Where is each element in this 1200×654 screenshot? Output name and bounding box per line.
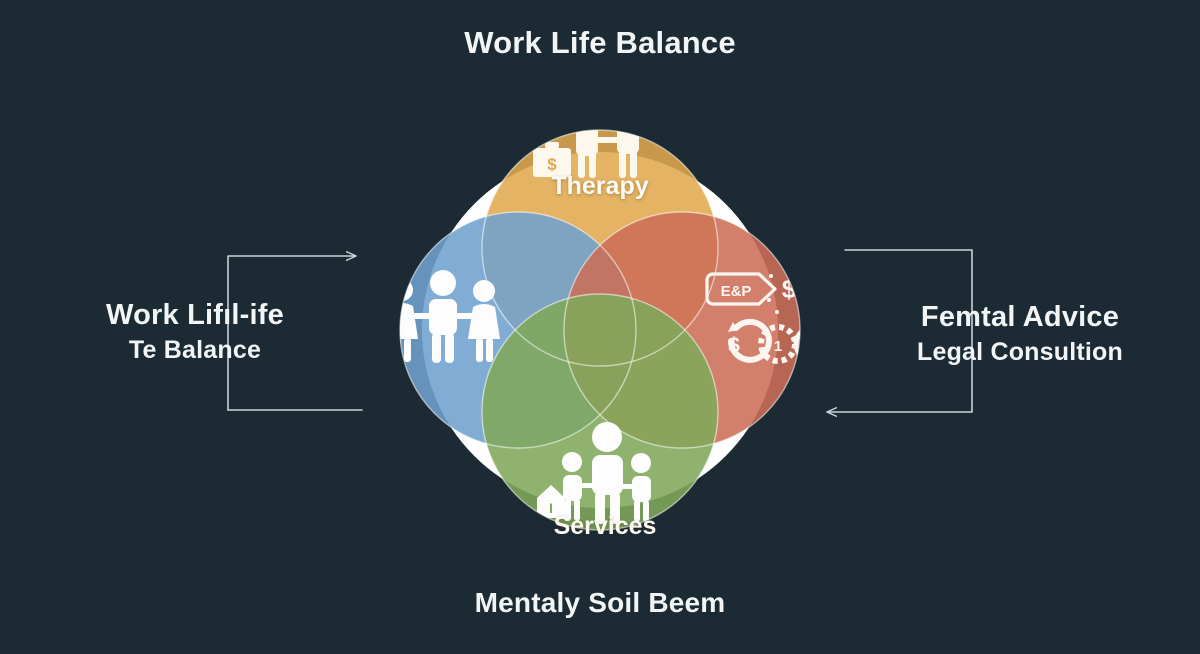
svg-text:$: $ (728, 334, 740, 357)
svg-text:E&P: E&P (721, 283, 752, 300)
svg-text:I: I (549, 500, 553, 516)
icon-group-right: E&P $ $ 1 (705, 266, 800, 364)
house-tag-icon: I (537, 485, 565, 518)
label-right-line1: Femtal Advice (920, 301, 1120, 333)
svg-text:$: $ (547, 155, 557, 174)
icon-group-bottom: I (537, 422, 651, 524)
label-left: Work Lifıl-ife Te Balance (30, 298, 360, 366)
svg-text:1: 1 (774, 338, 782, 355)
left-bracket-connector (227, 256, 355, 411)
page-title-bottom: Mentaly Soil Beem (474, 587, 726, 618)
label-right-line2: Legal Consultion (917, 338, 1123, 367)
crossed-circle-icon (793, 325, 800, 363)
label-right: Femtal Advice Legal Consultion (855, 300, 1185, 368)
petal-bottom[interactable] (482, 294, 718, 530)
refresh-dollar-icon: $ (728, 318, 772, 363)
speech-tag-icon: E&P (705, 272, 777, 306)
svg-text:$: $ (782, 274, 797, 304)
family-group-icon (562, 422, 651, 524)
right-bracket-connector (828, 249, 973, 412)
connector-group (227, 249, 973, 412)
petal-label-services: Services (553, 512, 657, 540)
three-people-holding-hands-icon (400, 270, 500, 363)
page-title-top: Work Life Balance (464, 25, 736, 60)
label-left-line1: Work Lifıl-ife (106, 299, 284, 331)
petal-label-therapy: Therapy (551, 172, 649, 200)
briefcase-dollar-icon: $ (533, 142, 571, 177)
petal-group (400, 130, 800, 530)
label-left-line2: Te Balance (128, 336, 262, 365)
